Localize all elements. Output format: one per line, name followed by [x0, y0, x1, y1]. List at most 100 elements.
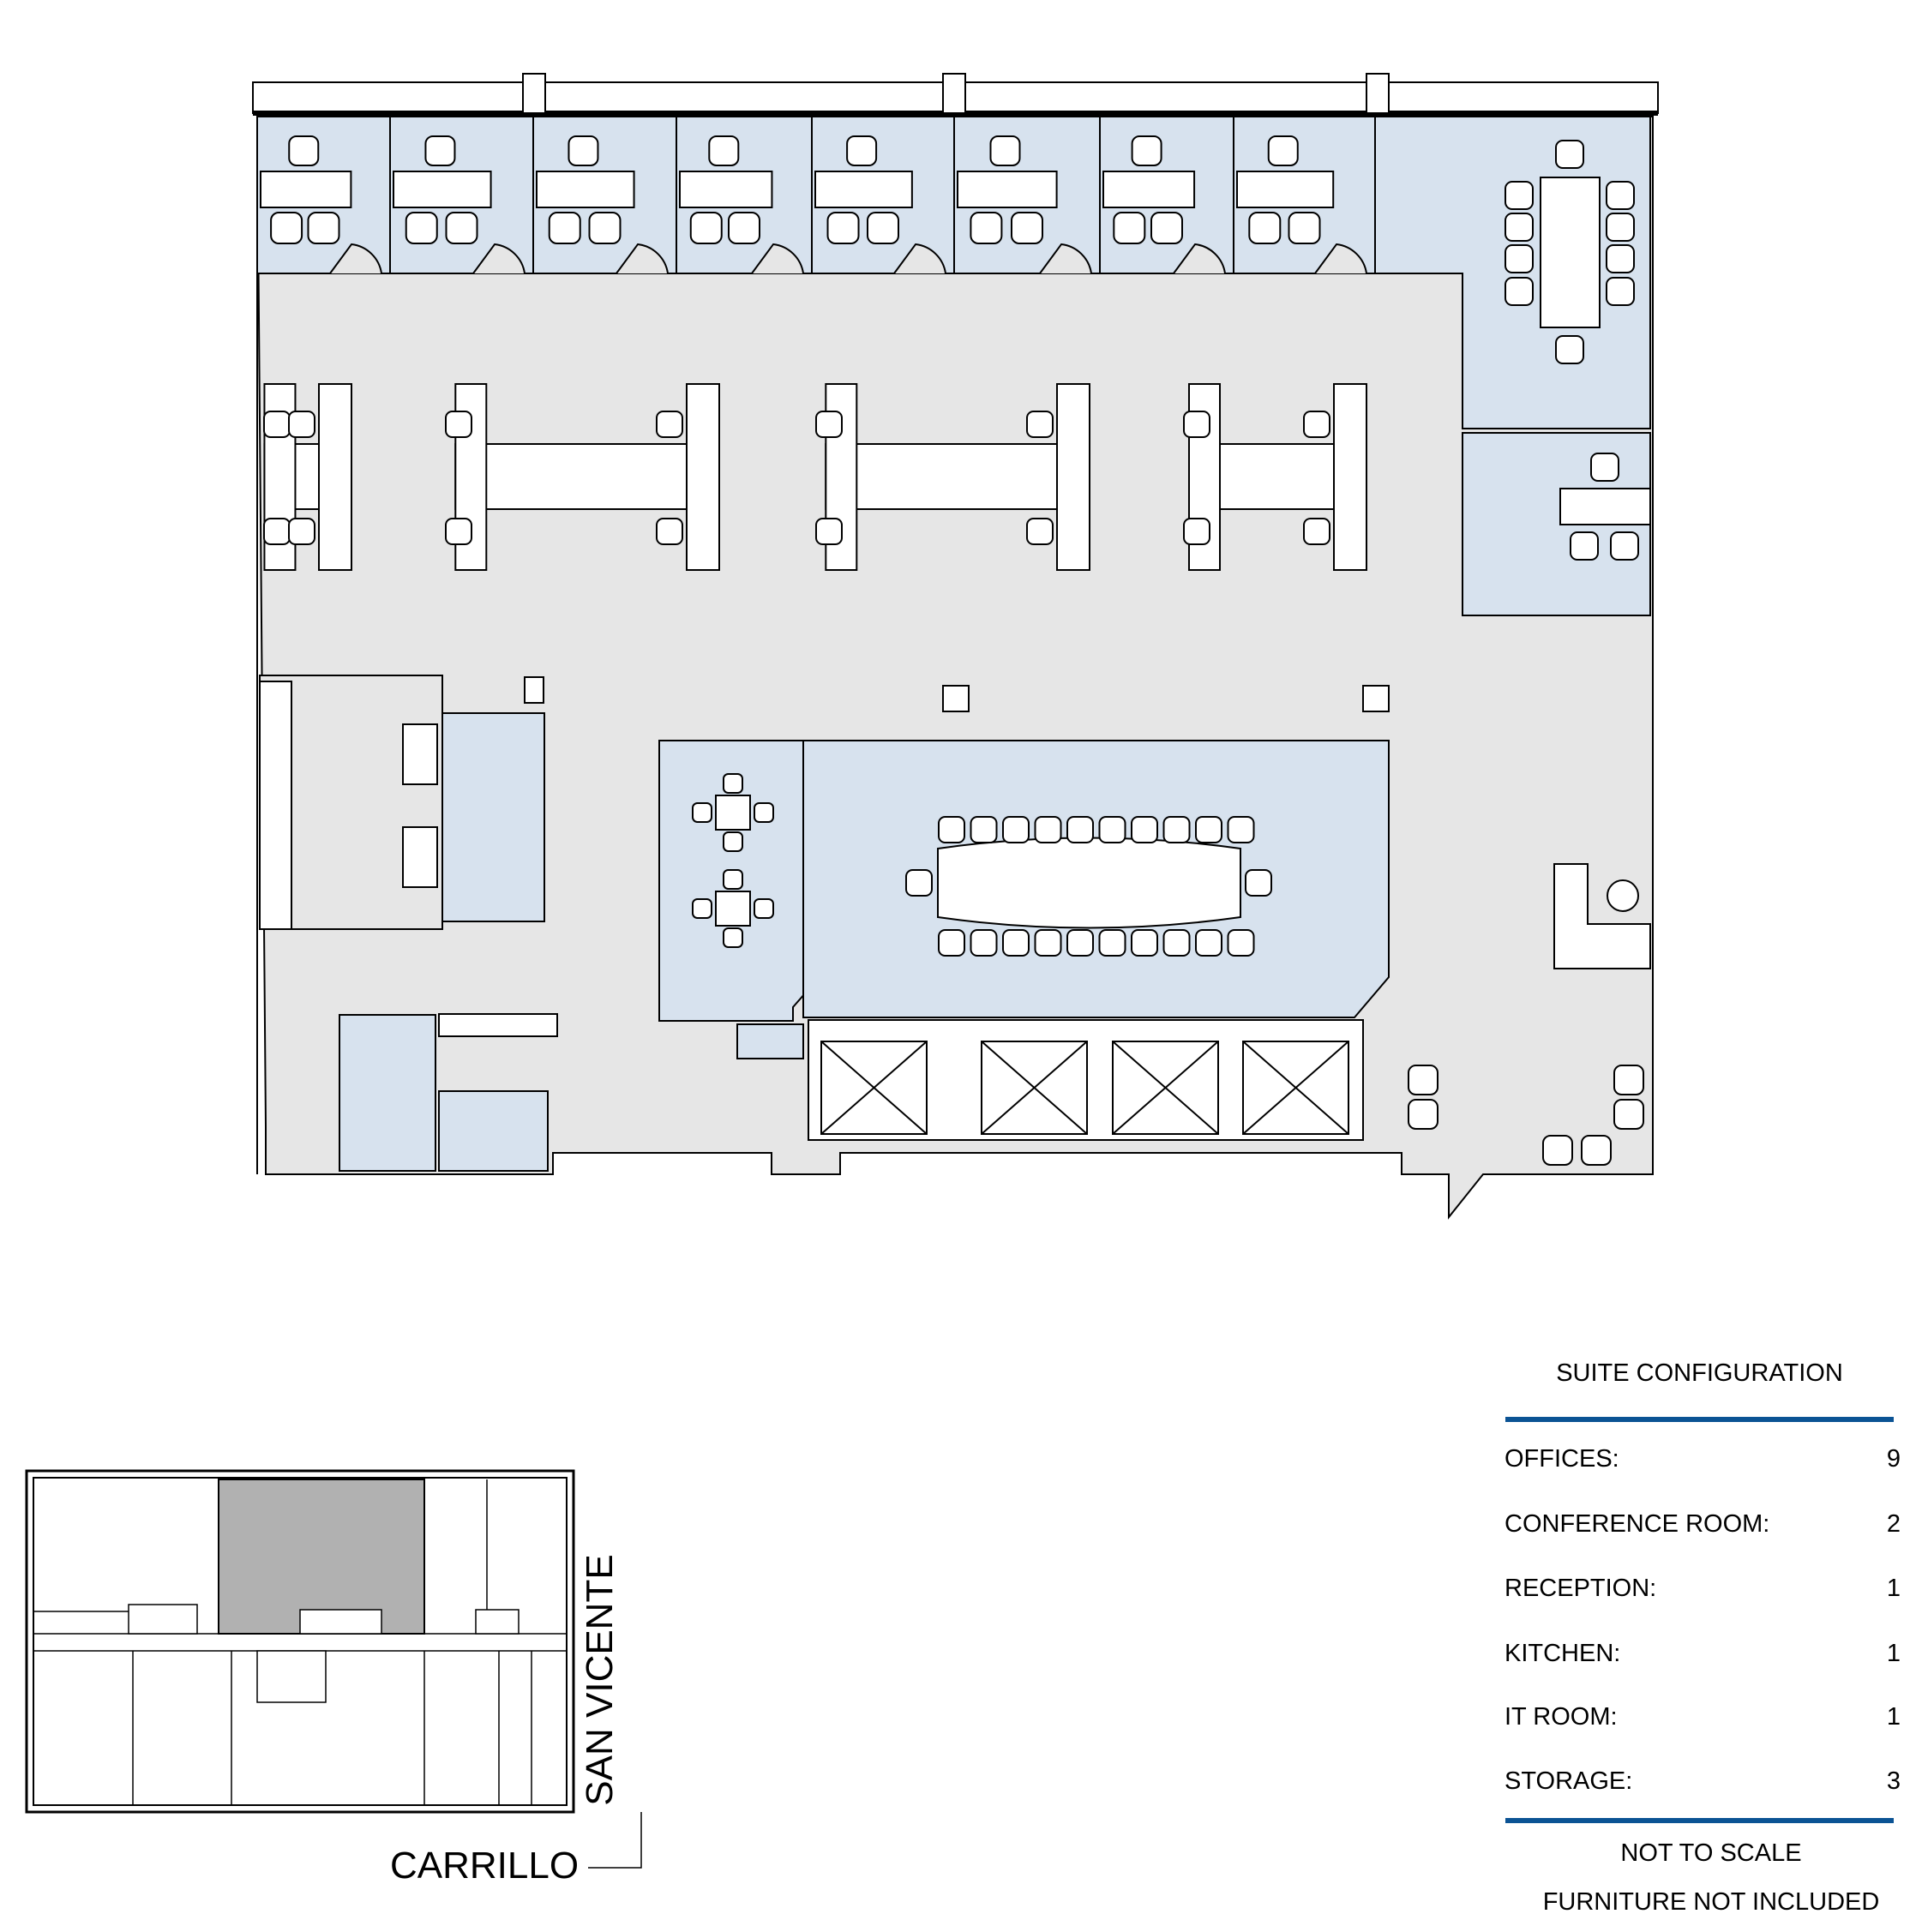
chair-icon: [1505, 181, 1534, 210]
legend-label: CONFERENCE ROOM:: [1505, 1510, 1770, 1538]
chair-icon: [754, 802, 774, 823]
chair-icon: [1026, 518, 1054, 545]
chair-icon: [723, 773, 743, 794]
furniture-note: FURNITURE NOT INCLUDED: [1542, 1888, 1880, 1916]
workstation-desk: [454, 443, 708, 510]
chair-icon: [1150, 212, 1183, 244]
legend-row-offices: OFFICES:9: [1505, 1445, 1901, 1473]
chair-icon: [445, 411, 472, 438]
workstation-desk: [825, 443, 1078, 510]
chair-icon: [656, 411, 683, 438]
chair-icon: [846, 135, 878, 166]
chair-icon: [905, 869, 933, 897]
legend-label: STORAGE:: [1505, 1767, 1633, 1795]
desk: [814, 171, 913, 208]
chair-icon: [1267, 135, 1299, 166]
chair-icon: [970, 212, 1003, 244]
chair-icon: [815, 518, 843, 545]
workstation-panel: [318, 383, 352, 571]
chair-icon: [1303, 411, 1330, 438]
workstation-clusters: [263, 383, 1367, 571]
legend-value: 1: [1886, 1640, 1901, 1667]
chair-icon: [1555, 140, 1584, 169]
table: [715, 891, 751, 927]
chair-icon: [1581, 1135, 1612, 1166]
key-plan: [25, 1469, 642, 1869]
conference-table-small: [1540, 177, 1601, 328]
legend-value: 2: [1886, 1510, 1901, 1538]
chair-icon: [288, 518, 315, 545]
chair-icon: [1183, 518, 1210, 545]
chair-icon: [1162, 816, 1191, 843]
chair-icon: [815, 411, 843, 438]
workstation-panel: [686, 383, 720, 571]
chair-icon: [754, 898, 774, 919]
legend-label: RECEPTION:: [1505, 1575, 1657, 1602]
reception-desk: [1553, 863, 1651, 969]
chair-icon: [1606, 213, 1635, 242]
door-swing-icon: [1039, 243, 1092, 274]
chair-icon: [1245, 869, 1272, 897]
desk: [393, 171, 492, 208]
chair-icon: [405, 212, 438, 244]
chair-icon: [568, 135, 599, 166]
chair-icon: [1026, 411, 1054, 438]
chair-icon: [1610, 531, 1639, 561]
door-swing-icon: [1173, 243, 1226, 274]
chair-icon: [288, 411, 315, 438]
chair-icon: [1555, 335, 1584, 364]
desk: [536, 171, 635, 208]
chair-icon: [1408, 1065, 1438, 1095]
chair-icon: [1131, 929, 1158, 957]
chair-icon: [1606, 277, 1635, 306]
chair-icon: [445, 212, 478, 244]
door-swing-icon: [472, 243, 526, 274]
chair-icon: [1098, 929, 1126, 957]
chair-icon: [1570, 531, 1599, 561]
private-offices: [256, 116, 1376, 274]
chair-icon: [1034, 929, 1062, 957]
chair-icon: [1131, 135, 1162, 166]
chair-icon: [1131, 816, 1158, 843]
desk: [679, 171, 773, 208]
chair-icon: [1248, 212, 1282, 244]
chair-icon: [989, 135, 1021, 166]
chair-icon: [445, 518, 472, 545]
chair-icon: [1183, 411, 1210, 438]
legend-title: SUITE CONFIGURATION: [1556, 1359, 1843, 1387]
chair-icon: [1505, 213, 1534, 242]
suite-highlight: [218, 1479, 425, 1635]
chair-icon: [1303, 518, 1330, 545]
chair-icon: [1613, 1065, 1644, 1095]
chair-icon: [588, 212, 622, 244]
legend-value: 9: [1886, 1445, 1901, 1473]
chair-icon: [1066, 816, 1094, 843]
chair-icon: [1113, 212, 1146, 244]
kitchen-counter: [259, 681, 292, 930]
chair-icon: [548, 212, 581, 244]
chair-icon: [1098, 816, 1126, 843]
door-swing-icon: [751, 243, 804, 274]
chair-icon: [1195, 929, 1222, 957]
chair-icon: [1227, 816, 1255, 843]
door-swing-icon: [329, 243, 382, 274]
door-swing-icon: [1314, 243, 1367, 274]
legend-row-storage: STORAGE:3: [1505, 1767, 1901, 1796]
desk: [1102, 171, 1196, 208]
chair-icon: [1408, 1099, 1438, 1130]
chair-icon: [689, 212, 723, 244]
chair-icon: [970, 816, 998, 843]
door-swing-icon: [616, 243, 669, 274]
chair-icon: [1066, 929, 1094, 957]
chair-icon: [1162, 929, 1191, 957]
chair-icon: [1606, 181, 1635, 210]
chair-icon: [1590, 453, 1619, 482]
chair-icon: [1613, 1099, 1644, 1130]
chair-icon: [723, 927, 743, 948]
chair-icon: [1505, 277, 1534, 306]
chair-icon: [424, 135, 456, 166]
chair-icon: [708, 135, 740, 166]
chair-icon: [1011, 212, 1043, 244]
chair-icon: [692, 898, 712, 919]
chair-icon: [938, 816, 965, 843]
